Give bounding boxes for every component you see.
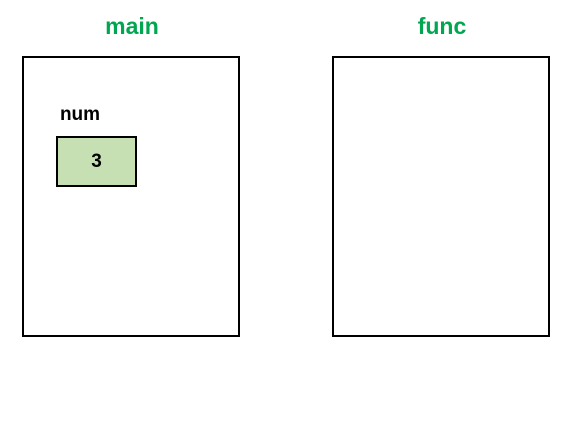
frame-box-func	[332, 56, 550, 337]
variable-cell-num: 3	[56, 136, 137, 187]
variable-name-num: num	[59, 104, 101, 125]
frame-title-func: func	[417, 13, 467, 39]
frame-box-main	[22, 56, 240, 337]
variable-value-num: 3	[91, 150, 102, 172]
frame-title-main: main	[105, 13, 159, 39]
